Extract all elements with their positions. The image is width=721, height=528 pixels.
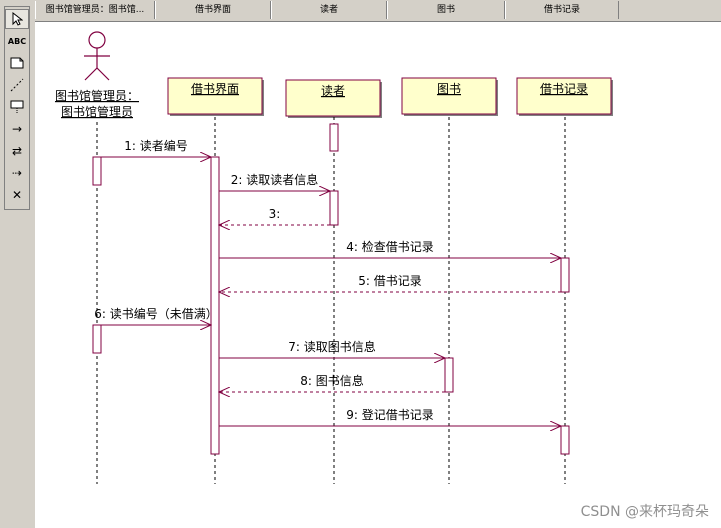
- anchor-line-icon[interactable]: [5, 75, 29, 95]
- message-label-7: 7: 读取图书信息: [288, 339, 376, 354]
- activation-6: [560, 257, 570, 293]
- activation-5: [444, 357, 454, 393]
- object-box-2: [401, 77, 497, 115]
- actor-leg-right: [96, 67, 110, 81]
- async-message-icon[interactable]: ⇢: [11, 166, 23, 180]
- tool-palette: ABC → ⇄ ⇢ ✕: [4, 6, 30, 210]
- constraint-icon[interactable]: [5, 97, 29, 117]
- message-label-6: 6: 读书编号（未借满）: [94, 306, 218, 321]
- column-header-strip: 图书馆管理员：图书馆...借书界面读者图书借书记录: [35, 0, 721, 22]
- message-label-4: 4: 检查借书记录: [346, 239, 434, 254]
- header-tab-2[interactable]: 读者: [271, 1, 387, 19]
- activation-1: [92, 324, 102, 354]
- activation-0: [92, 156, 102, 186]
- text-tool-icon[interactable]: ABC: [7, 36, 27, 46]
- sequence-diagram: 图书馆管理员：图书馆管理员 借书界面 读者 图书 借书记录 1: 读者编号 2: 读取读者信…: [55, 31, 613, 484]
- activation-3: [329, 123, 339, 152]
- header-tab-1[interactable]: 借书界面: [155, 1, 271, 19]
- message-label-5: 5: 借书记录: [358, 274, 422, 288]
- activation-2: [210, 156, 220, 455]
- message-label-8: 8: 图书信息: [300, 373, 364, 388]
- message-label-3: 3:: [269, 207, 281, 221]
- message-label-1: 1: 读者编号: [124, 138, 188, 153]
- message-label-9: 9: 登记借书记录: [346, 407, 434, 422]
- object-box-1: [285, 79, 381, 117]
- header-tab-4[interactable]: 借书记录: [505, 1, 619, 19]
- object-label-3: 借书记录: [540, 82, 588, 96]
- delete-icon[interactable]: ✕: [11, 188, 23, 202]
- object-label-0: 借书界面: [191, 82, 239, 96]
- note-tool-icon[interactable]: [5, 53, 29, 73]
- object-box-0: [167, 77, 263, 115]
- watermark-text: CSDN @来杯玛奇朵: [580, 504, 709, 520]
- message-label-2: 2: 读取读者信息: [231, 172, 319, 187]
- actor-label-line1: 图书馆管理员：: [55, 88, 139, 103]
- activation-4: [329, 190, 339, 226]
- header-tab-0[interactable]: 图书馆管理员：图书馆...: [35, 1, 155, 19]
- object-label-2: 图书: [437, 82, 461, 96]
- return-message-icon[interactable]: ⇄: [11, 144, 23, 158]
- diagram-canvas[interactable]: 图书馆管理员：图书馆管理员 借书界面 读者 图书 借书记录 1: 读者编号 2: 读取读者信…: [35, 22, 721, 528]
- actor-leg-left: [84, 67, 98, 81]
- actor-label-line2: 图书馆管理员: [61, 104, 133, 119]
- object-box-3: [516, 77, 612, 115]
- header-tab-3[interactable]: 图书: [387, 1, 505, 19]
- actor-head: [88, 31, 106, 49]
- message-arrow-icon[interactable]: →: [11, 122, 23, 136]
- activation-7: [560, 425, 570, 455]
- select-arrow-icon[interactable]: [5, 9, 29, 29]
- object-label-1: 读者: [321, 84, 345, 98]
